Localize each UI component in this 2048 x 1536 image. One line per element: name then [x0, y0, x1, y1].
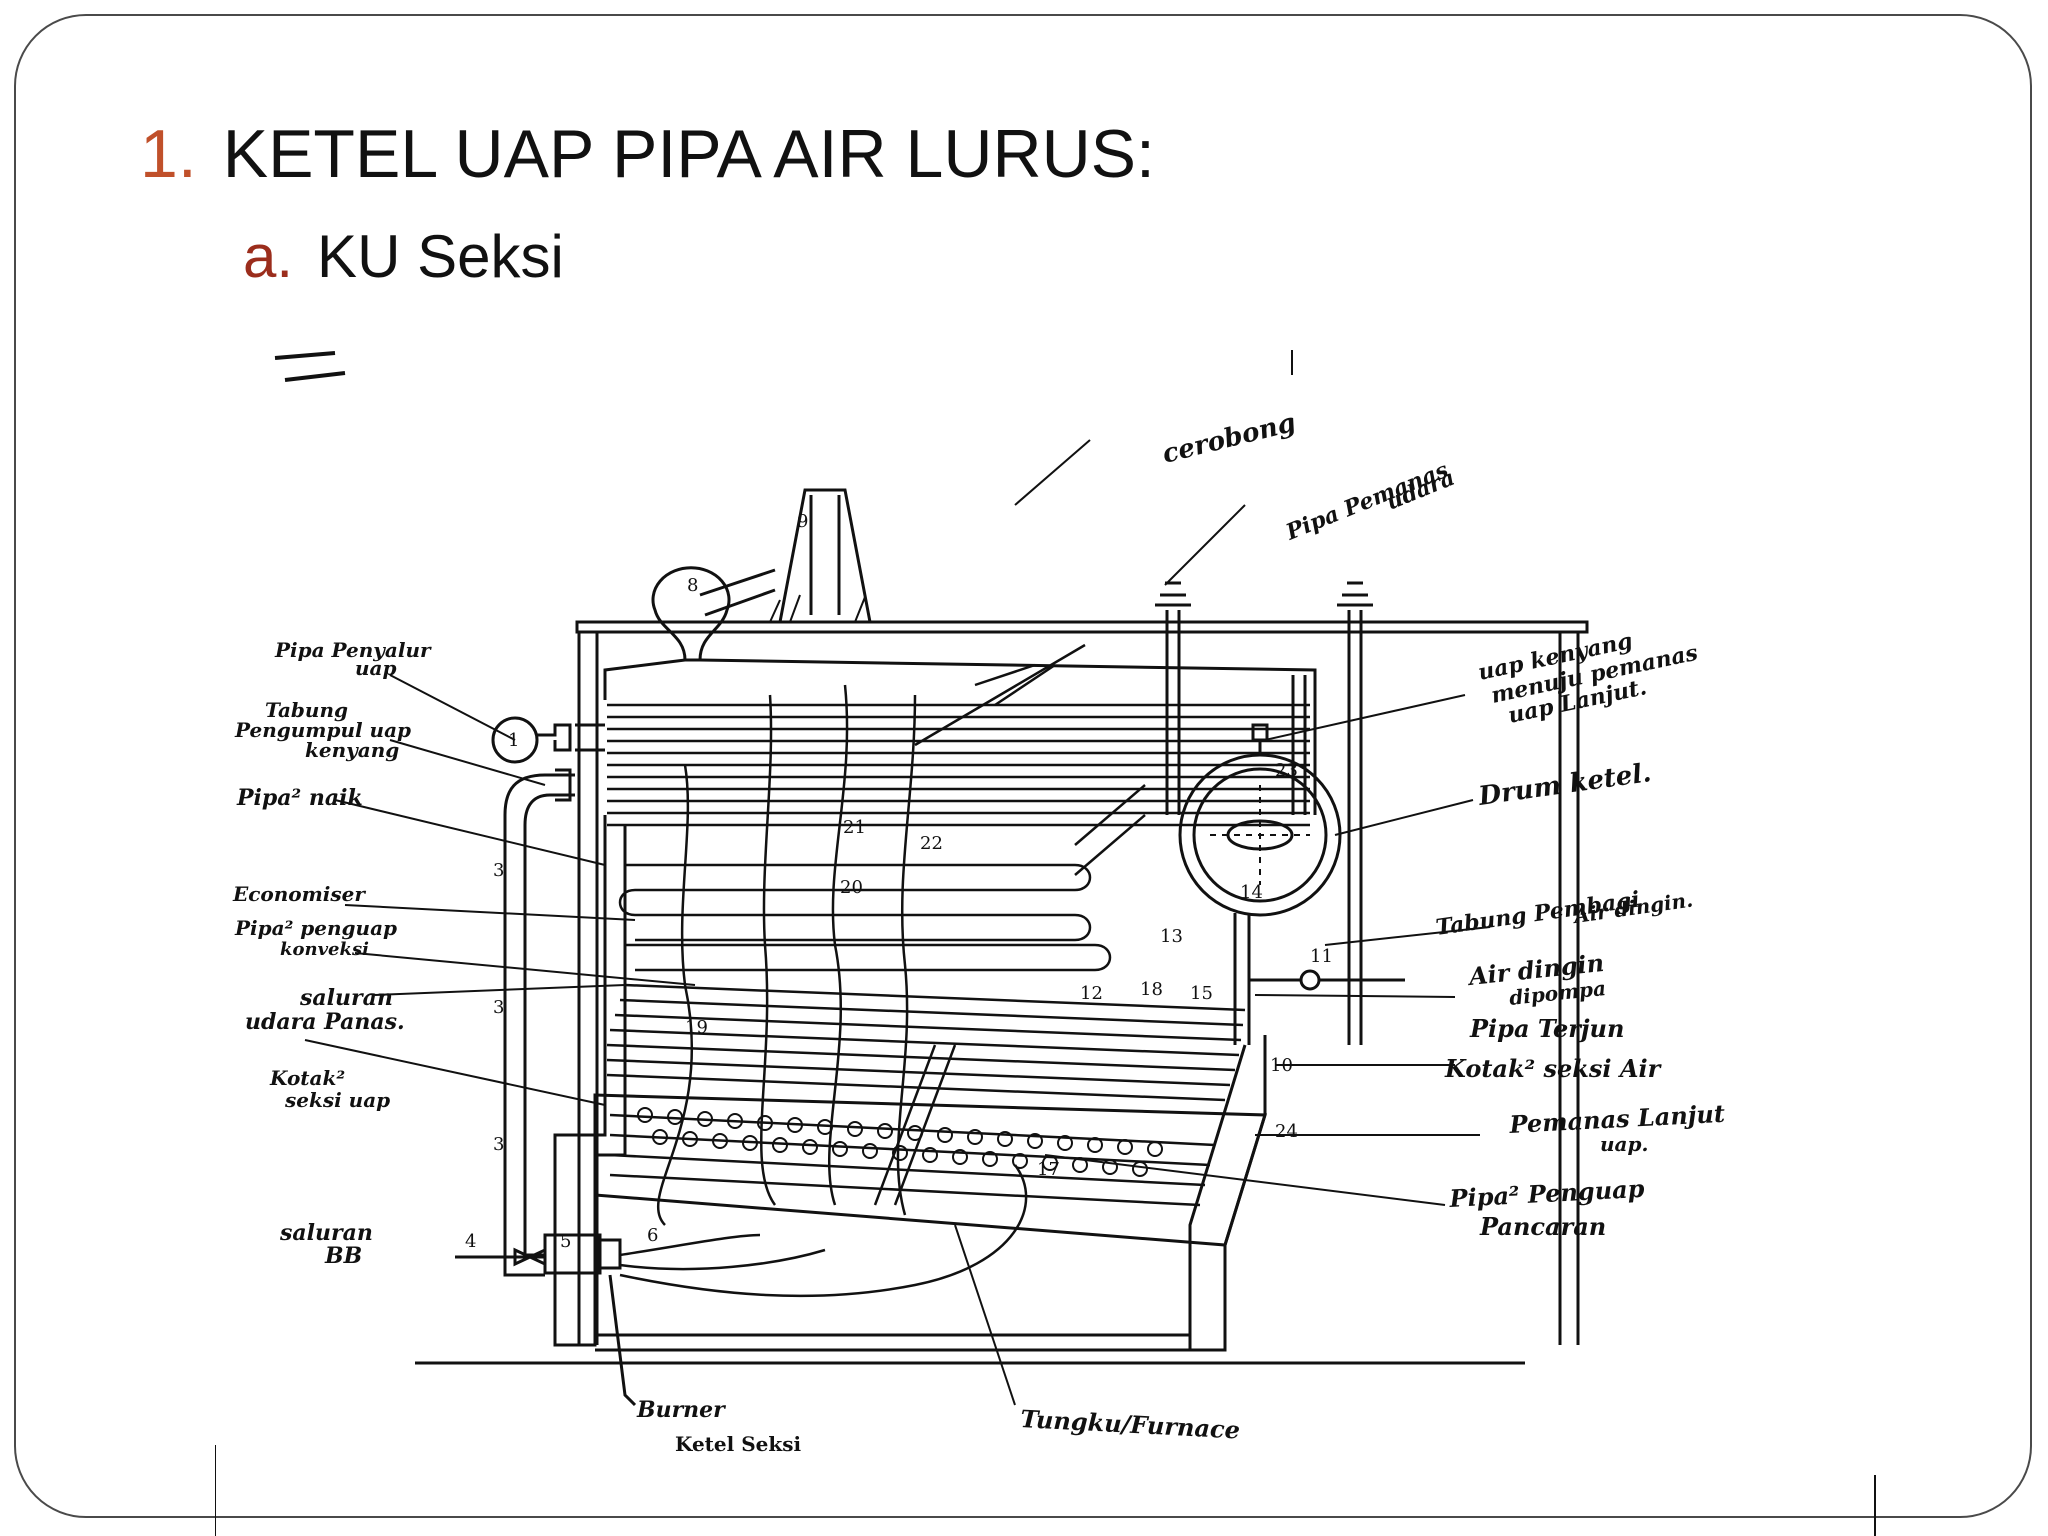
label-burner: Burner — [636, 1397, 726, 1423]
num-12: 12 — [1080, 983, 1103, 1004]
num-23: 23 — [1275, 760, 1298, 781]
label-saluran-bb-2: BB — [324, 1243, 362, 1269]
label-kotak-seksi-air: Kotak² seksi Air — [1444, 1054, 1663, 1083]
num-5: 5 — [560, 1231, 571, 1252]
num-10: 10 — [1270, 1055, 1293, 1076]
label-kotak-seksi-uap-1: Kotak² — [269, 1066, 345, 1090]
upper-casing — [603, 658, 1317, 815]
num-18: 18 — [1140, 979, 1163, 1000]
label-pipa-penyalur-2: uap — [355, 656, 397, 680]
num-3b: 3 — [493, 997, 504, 1018]
title-number: 1. — [140, 116, 197, 192]
subtitle-text: KU Seksi — [317, 223, 564, 290]
num-1: 1 — [508, 730, 519, 751]
label-pipa-terjun: Pipa Terjun — [1469, 1014, 1624, 1043]
slide-subtitle: a. KU Seksi — [243, 222, 564, 291]
label-pipa-penguap-konveksi-1: Pipa² penguap — [234, 916, 397, 940]
num-11: 11 — [1310, 946, 1333, 967]
downcomer — [1233, 913, 1405, 1045]
num-8: 8 — [687, 575, 698, 596]
num-9: 9 — [797, 511, 808, 532]
label-drum-ketel: Drum ketel. — [1476, 758, 1653, 812]
steam-dome — [651, 566, 776, 661]
diagram-caption: Ketel Seksi — [675, 1432, 801, 1456]
label-saluran-bb-1: saluran — [279, 1220, 373, 1246]
riser-pipe — [1291, 675, 1307, 815]
num-6: 6 — [647, 1225, 658, 1246]
support-frame — [415, 620, 1589, 1365]
label-tabung-pengumpul-3: kenyang — [305, 738, 399, 762]
subtitle-number: a. — [243, 223, 294, 290]
num-15: 15 — [1190, 983, 1213, 1004]
label-tungku: Tungku/Furnace — [1020, 1404, 1241, 1444]
num-17: 17 — [1037, 1159, 1060, 1180]
num-19: 19 — [685, 1017, 708, 1038]
label-pipa-penguap-pancaran-2: Pancaran — [1479, 1212, 1606, 1241]
label-pipa-penguap-pancaran-1: Pipa² Penguap — [1448, 1174, 1646, 1213]
label-tabung-pengumpul-1: Tabung — [265, 698, 348, 722]
num-3a: 3 — [493, 860, 504, 881]
label-economiser: Economiser — [232, 882, 366, 906]
label-pipa-penguap-konveksi-2: konveksi — [280, 939, 369, 960]
water-section-tubes — [637, 1107, 1163, 1177]
label-saluran-udara-2: udara Panas. — [245, 1009, 405, 1035]
gas-flow-arrows — [619, 643, 1086, 1298]
fuel-line-burner — [455, 1233, 637, 1407]
slide-title: 1. KETEL UAP PIPA AIR LURUS: — [140, 115, 1155, 193]
economiser-bank — [607, 703, 1310, 827]
label-cerobong: cerobong — [1159, 408, 1298, 470]
label-pipa-naik: Pipa² naik — [236, 785, 363, 811]
num-24: 24 — [1275, 1121, 1298, 1142]
chimney — [769, 488, 872, 624]
generating-tube-bank — [593, 983, 1268, 1247]
num-3c: 3 — [493, 1134, 504, 1155]
num-21: 21 — [843, 817, 866, 838]
num-22: 22 — [920, 833, 943, 854]
leader-lines — [304, 439, 1491, 1406]
label-tabung-pengumpul-2: Pengumpul uap — [234, 718, 411, 742]
label-kotak-seksi-uap-2: seksi uap — [284, 1088, 390, 1112]
convection-tubes — [618, 784, 1146, 972]
label-pipa-penyalur-1: Pipa Penyalur — [274, 638, 432, 662]
num-4: 4 — [465, 1231, 476, 1252]
boiler-diagram: 1 3 3 3 4 5 6 8 9 10 11 12 13 14 15 17 1… — [215, 350, 1876, 1536]
num-13: 13 — [1160, 926, 1183, 947]
title-text: KETEL UAP PIPA AIR LURUS: — [222, 116, 1155, 192]
label-pemanas-lanjut-2: uap. — [1600, 1132, 1648, 1156]
num-20: 20 — [840, 877, 863, 898]
label-saluran-udara-1: saluran — [299, 985, 393, 1011]
num-14: 14 — [1240, 882, 1263, 903]
part-numbers: 1 3 3 3 4 5 6 8 9 10 11 12 13 14 15 17 1… — [465, 511, 1333, 1252]
steam-drum — [1178, 723, 1342, 917]
superheater-header — [491, 716, 605, 1277]
